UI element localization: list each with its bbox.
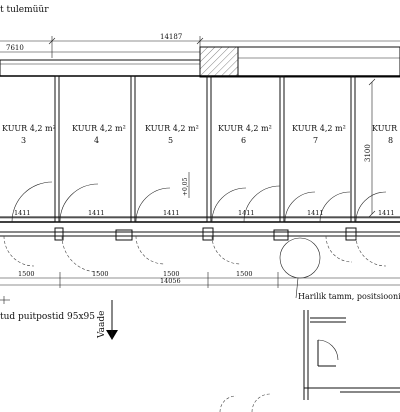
shed-number: 4 (94, 136, 99, 145)
shed-number: 8 (388, 136, 393, 145)
view-label: Vaade (97, 311, 107, 340)
top-dimension-chain: 14187 7610 (0, 33, 400, 58)
shed-label: KUUR 4,2 m² (372, 124, 400, 133)
dim-bay: 1411 (88, 209, 105, 217)
dim-bottom-bay: 1500 (236, 270, 253, 278)
roof-wall-band (0, 46, 400, 78)
dim-bay: 1411 (307, 209, 324, 217)
tree-callout: Harilik tamm, positsiooni nu (295, 277, 400, 301)
shed-number: 3 (21, 136, 26, 145)
dim-bay: 1411 (163, 209, 180, 217)
shed-label: KUUR 4,2 m² (218, 124, 272, 133)
shed-number: 7 (313, 136, 318, 145)
shed-number: 6 (241, 136, 246, 145)
shed-labels: KUUR 4,2 m² 3 KUUR 4,2 m² 4 KUUR 4,2 m² … (2, 124, 400, 145)
shed-label: KUUR 4,2 m² (145, 124, 199, 133)
walkway-fence (0, 227, 400, 241)
view-direction: Vaade (97, 300, 118, 340)
dim-bay: 1411 (378, 209, 395, 217)
gate-detail (219, 310, 400, 412)
dim-bottom-bay: 1500 (18, 270, 35, 278)
shed-label: KUUR 4,2 m² (292, 124, 346, 133)
dim-height: 3100 (364, 144, 372, 162)
dim-left-top: 7610 (6, 44, 24, 52)
dim-bottom-bay: 1500 (92, 270, 109, 278)
bay-dimension-row: 1411 1411 1411 1411 1411 1411 (0, 209, 400, 219)
level-label: +0,05 (182, 177, 189, 196)
dim-bay: 1411 (14, 209, 31, 217)
firewall-note: t tulemüür (0, 5, 49, 15)
door-swings-bottom (3, 235, 387, 279)
partition-walls (54, 75, 356, 223)
bottom-dimension-chain: 1500 1500 1500 1500 14056 (0, 270, 400, 288)
post-note: tud puitpostid 95x95 (0, 296, 95, 322)
dim-bottom-bay: 1500 (163, 270, 180, 278)
shed-block-outline (0, 75, 400, 223)
shed-label: KUUR 4,2 m² (2, 124, 56, 133)
dim-bay: 1411 (238, 209, 255, 217)
height-dimension: 3100 (364, 78, 376, 218)
level-mark: +0,05 (182, 172, 190, 198)
tree-callout-text: Harilik tamm, positsiooni nu (298, 292, 400, 301)
dim-total-top: 14187 (160, 33, 182, 41)
shed-number: 5 (168, 136, 173, 145)
dim-total-bottom: 14056 (160, 277, 181, 285)
shed-label: KUUR 4,2 m² (72, 124, 126, 133)
door-swings-top (11, 181, 387, 223)
post-note-text: tud puitpostid 95x95 (0, 312, 95, 322)
